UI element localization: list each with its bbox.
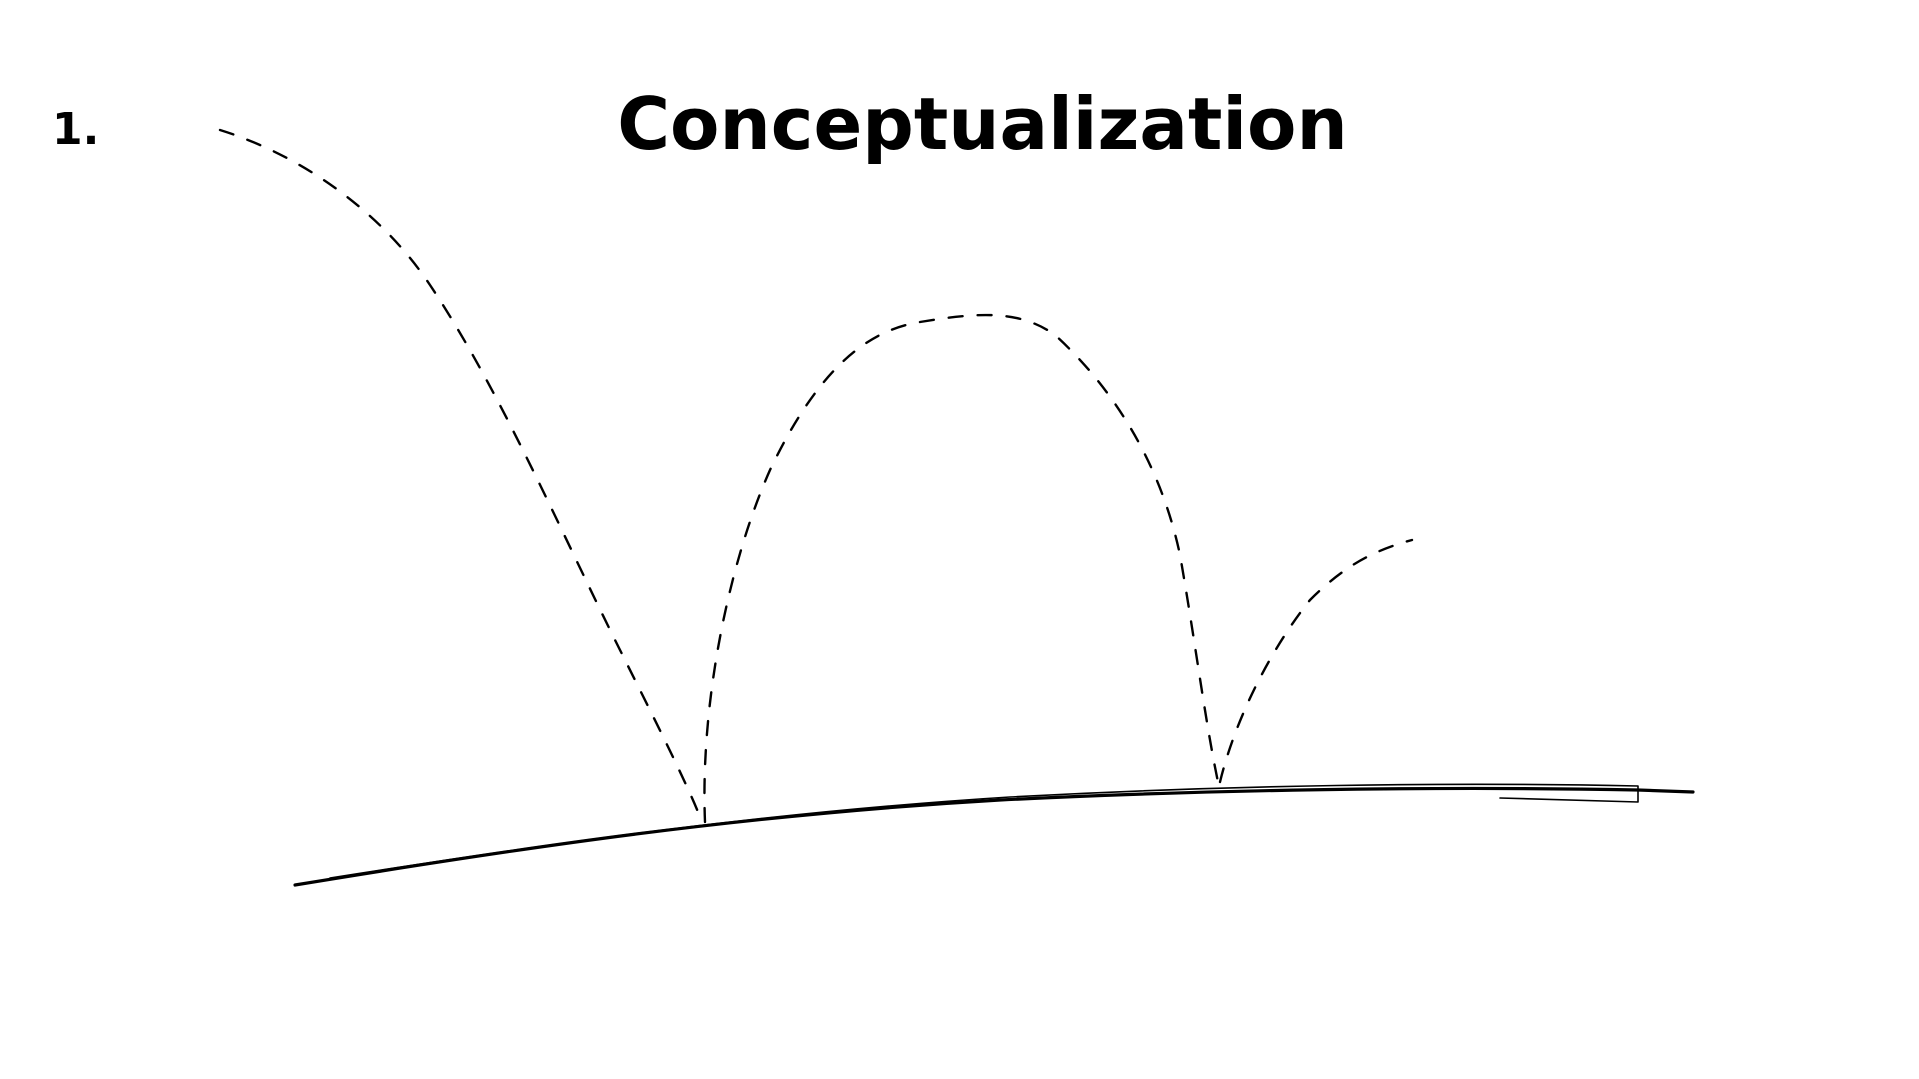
ground-line-sketch-stroke — [329, 783, 1639, 879]
ground-line — [293, 786, 1695, 887]
step-number: 1. — [52, 104, 100, 155]
trajectory-arc-1 — [703, 313, 1220, 824]
slide-title: Conceptualization — [617, 82, 1348, 166]
trajectory-arc-2 — [1218, 538, 1414, 784]
trajectory-drop — [218, 128, 704, 824]
